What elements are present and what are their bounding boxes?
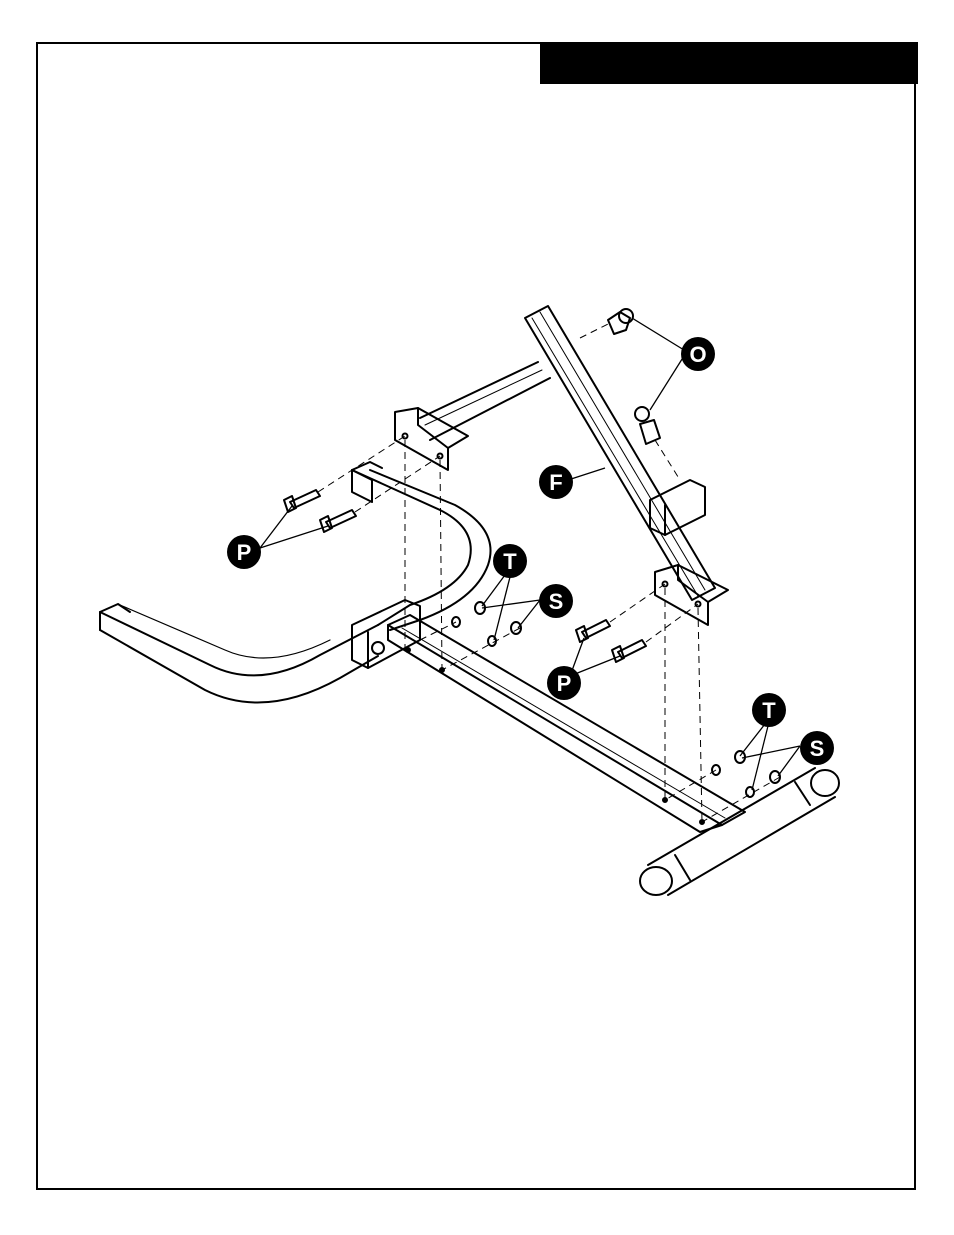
callout-p-upper: P (227, 535, 261, 569)
callout-t-upper-label: T (503, 549, 517, 574)
callout-p-lower-label: P (557, 671, 572, 696)
washers-nuts-lower (712, 751, 780, 797)
callouts: O F P T S P T (227, 337, 834, 765)
callout-t-lower: T (752, 693, 786, 727)
callout-f-label: F (549, 470, 562, 495)
front-foot-tube (640, 768, 839, 895)
lower-bracket (655, 565, 728, 625)
bolts-upper (284, 490, 356, 532)
callout-s-upper: S (539, 584, 573, 618)
upper-cross-member (420, 362, 550, 440)
alignment-lines (318, 324, 780, 822)
callout-s-lower-label: S (810, 736, 825, 761)
callout-s-lower: S (800, 731, 834, 765)
callout-t-lower-label: T (762, 698, 776, 723)
callout-o: O (681, 337, 715, 371)
bolts-lower (576, 620, 646, 662)
bottom-beam (388, 615, 745, 832)
callout-t-upper: T (493, 544, 527, 578)
callout-p-lower: P (547, 666, 581, 700)
washers-nuts-upper (452, 602, 521, 646)
pop-pin-knobs (608, 309, 660, 444)
callout-p-upper-label: P (237, 540, 252, 565)
callout-s-upper-label: S (549, 589, 564, 614)
callout-o-label: O (689, 342, 706, 367)
callout-f: F (539, 465, 573, 499)
